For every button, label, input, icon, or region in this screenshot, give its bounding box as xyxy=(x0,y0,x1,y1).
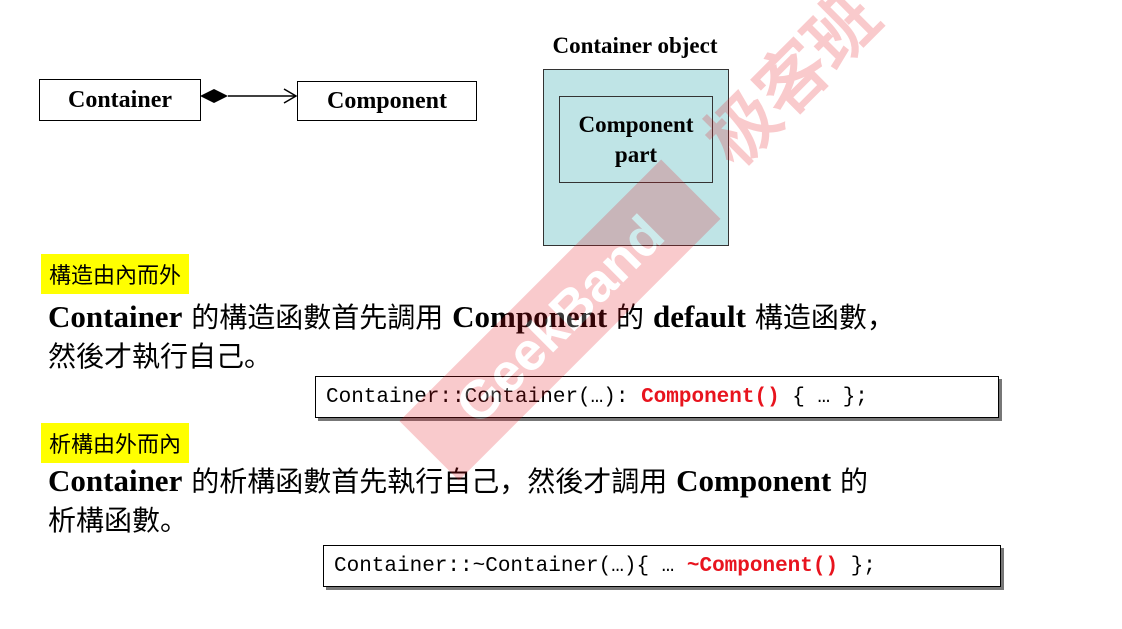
construct-seg6: 構造函數， xyxy=(745,301,895,334)
construct-seg2: 的構造函數首先調用 xyxy=(182,301,453,334)
constructor-code-box: Container::Container(…): Component() { …… xyxy=(315,376,999,418)
open-arrowhead xyxy=(283,88,298,104)
construct-seg4: 的 xyxy=(607,301,653,334)
container-class-box: Container xyxy=(39,79,201,121)
component-part-block: Component part xyxy=(559,96,713,183)
destruct-seg4: 的 xyxy=(831,465,869,498)
component-class-box: Component xyxy=(297,81,477,121)
ctor-code-suffix: { … }; xyxy=(779,385,868,409)
destruct-seg2: 的析構函數首先執行自己，然後才調用 xyxy=(182,465,677,498)
dtor-code-prefix: Container::~Container(…){ … xyxy=(334,554,687,578)
container-object-block xyxy=(543,69,729,246)
destruct-seg3: Component xyxy=(676,463,832,498)
construct-seg3: Component xyxy=(452,299,608,334)
destruct-description: Container 的析構函數首先執行自己，然後才調用 Component 的析… xyxy=(48,462,1048,540)
construct-seg7: 然後才執行自己。 xyxy=(48,340,273,373)
construct-tag: 構造由內而外 xyxy=(41,254,190,294)
destruct-seg1: Container xyxy=(48,463,183,498)
ctor-code-highlight: Component() xyxy=(641,385,780,409)
component-class-label: Component xyxy=(326,87,447,114)
part-line-1: Component xyxy=(578,111,694,137)
construct-seg5: default xyxy=(652,299,746,334)
construct-seg1: Container xyxy=(48,299,183,334)
composition-diamond xyxy=(200,89,228,103)
container-class-label: Container xyxy=(68,86,172,113)
dtor-code-suffix: }; xyxy=(838,554,876,578)
destruct-tag: 析構由外而內 xyxy=(41,423,190,463)
destruct-seg5: 析構函數。 xyxy=(48,504,189,537)
composition-arrow xyxy=(200,88,298,104)
destructor-code-box: Container::~Container(…){ … ~Component()… xyxy=(323,545,1001,587)
construct-description: Container 的構造函數首先調用 Component 的 default … xyxy=(48,298,1048,376)
ctor-code-prefix: Container::Container(…): xyxy=(326,385,642,409)
dtor-code-highlight: ~Component() xyxy=(686,554,839,578)
part-line-2: part xyxy=(614,141,658,167)
object-title: Container object xyxy=(552,33,718,58)
